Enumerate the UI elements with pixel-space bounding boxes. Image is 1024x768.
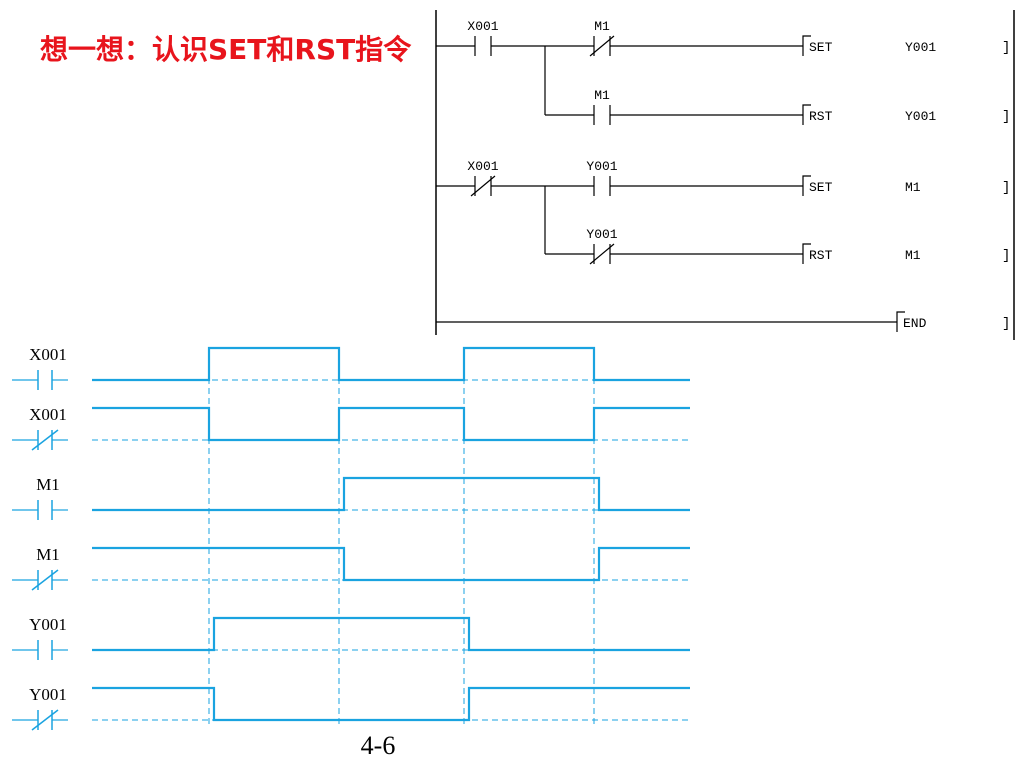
end-bracket-open xyxy=(896,311,905,332)
signal-waveform xyxy=(92,476,690,512)
instr-bracket-close: ] xyxy=(1002,248,1010,264)
signal-waveform xyxy=(92,616,690,652)
timing-signal: Y001 xyxy=(12,685,690,731)
signal-label: M1 xyxy=(36,475,60,494)
contact-nc-slash xyxy=(31,429,59,451)
instr-bracket-open xyxy=(802,104,811,125)
rung-contact-label: X001 xyxy=(467,19,498,34)
signal-label: Y001 xyxy=(29,615,67,634)
branch-contact-nc-slash xyxy=(589,35,615,57)
instr-name: RST xyxy=(809,248,833,263)
branch-contact-label: Y001 xyxy=(586,227,617,242)
branch-contact-label: M1 xyxy=(594,19,610,34)
instr-operand: M1 xyxy=(905,180,921,195)
signal-waveform xyxy=(92,346,690,382)
timing-signal: M1 xyxy=(12,475,690,520)
signal-label: Y001 xyxy=(29,685,67,704)
instr-name: SET xyxy=(809,40,833,55)
slide-title: 想一想：认识SET和RST指令 xyxy=(40,33,412,66)
contact-nc-slash xyxy=(31,709,59,731)
rung-contact-label: X001 xyxy=(467,159,498,174)
branch-contact-label: M1 xyxy=(594,88,610,103)
branch-contact-nc-slash xyxy=(589,243,615,265)
signal-waveform xyxy=(92,406,690,442)
figure-caption: 4-6 xyxy=(361,731,396,760)
signal-waveform xyxy=(92,546,690,582)
timing-signal: M1 xyxy=(12,545,690,591)
instr-bracket-close: ] xyxy=(1002,109,1010,125)
timing-signal: X001 xyxy=(12,405,690,451)
rung-contact-nc-slash xyxy=(470,175,496,197)
instr-bracket-close: ] xyxy=(1002,40,1010,56)
signal-label: M1 xyxy=(36,545,60,564)
contact-nc-slash xyxy=(31,569,59,591)
instr-bracket-open xyxy=(802,35,811,56)
instr-operand: M1 xyxy=(905,248,921,263)
end-bracket-close: ] xyxy=(1002,316,1010,332)
instr-name: SET xyxy=(809,180,833,195)
timing-signal: Y001 xyxy=(12,615,690,660)
signal-label: X001 xyxy=(29,405,67,424)
instr-name: RST xyxy=(809,109,833,124)
end-label: END xyxy=(903,316,927,331)
timing-signal: X001 xyxy=(12,345,690,390)
branch-contact-label: Y001 xyxy=(586,159,617,174)
instr-operand: Y001 xyxy=(905,109,936,124)
instr-bracket-close: ] xyxy=(1002,180,1010,196)
instr-bracket-open xyxy=(802,175,811,196)
signal-label: X001 xyxy=(29,345,67,364)
instr-bracket-open xyxy=(802,243,811,264)
signal-waveform xyxy=(92,686,690,722)
instr-operand: Y001 xyxy=(905,40,936,55)
